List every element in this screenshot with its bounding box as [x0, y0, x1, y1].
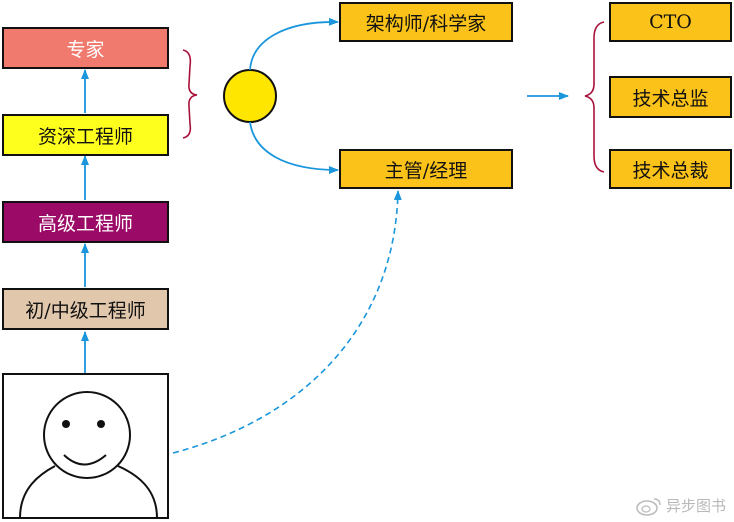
- manager-box: 主管/经理: [339, 149, 513, 189]
- technical-director-box: 技术总监: [609, 76, 732, 118]
- arrow-sun-to-technical: [249, 17, 339, 71]
- cto-box: CTO: [609, 2, 732, 42]
- senior-engineer-box: 资深工程师: [2, 114, 169, 156]
- advanced-engineer-label: 高级工程师: [37, 212, 133, 235]
- advanced-engineer-box: 高级工程师: [2, 201, 169, 243]
- manager-label: 主管/经理: [384, 159, 468, 182]
- weibo-icon: [636, 497, 661, 516]
- junior-engineer-label: 初/中级工程师: [25, 299, 146, 322]
- technical-director-label: 技术总监: [632, 87, 709, 110]
- left-brace: [182, 49, 198, 139]
- technical-president-label: 技术总裁: [632, 159, 709, 182]
- watermark-text: 异步图书: [665, 497, 726, 515]
- watermark: 异步图书: [636, 495, 726, 516]
- sun-icon: [223, 69, 277, 123]
- person-icon: [2, 373, 169, 519]
- senior-engineer-label: 资深工程师: [37, 125, 133, 148]
- dashed-arrow-person-to-management: [172, 190, 402, 454]
- expert-box: 专家: [2, 27, 169, 69]
- right-brace: [584, 21, 605, 173]
- junior-engineer-box: 初/中级工程师: [2, 288, 169, 330]
- technical-president-box: 技术总裁: [609, 149, 732, 189]
- arrow-sun-to-management: [249, 121, 339, 174]
- architect-scientist-label: 架构师/科学家: [365, 12, 487, 35]
- cto-label: CTO: [649, 11, 692, 33]
- architect-scientist-box: 架构师/科学家: [339, 2, 513, 42]
- expert-label: 专家: [66, 38, 105, 61]
